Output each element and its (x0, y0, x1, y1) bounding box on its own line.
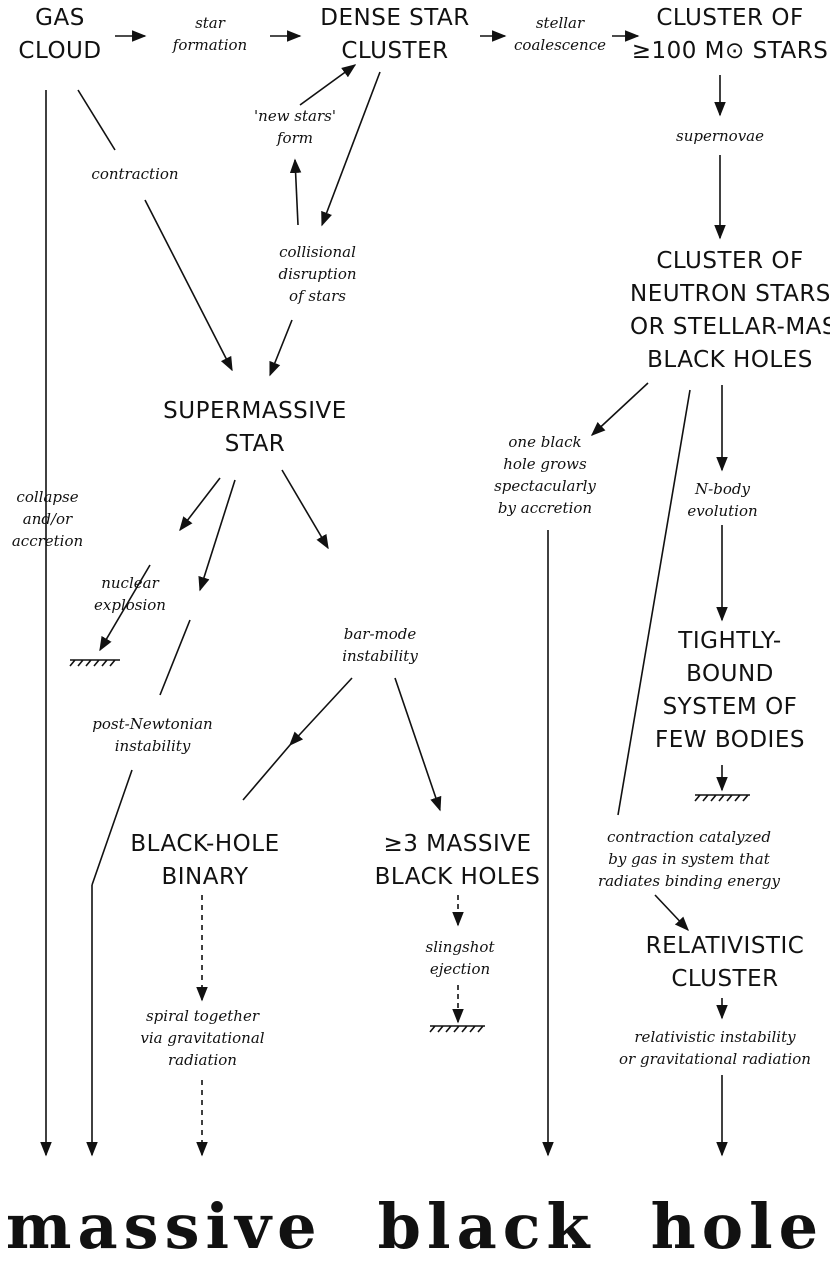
label-bar-mode: bar-mode instability (342, 625, 418, 665)
label-contraction: contraction (91, 165, 179, 183)
label-stellar-coalescence: stellar coalescence (514, 14, 606, 54)
arrow-catalyzed-relativistic (654, 894, 689, 932)
arrow-collisional-supermassive (269, 319, 293, 377)
arrow-newstars-dense (299, 64, 357, 106)
label-collapse-accretion: collapse and/or accretion (11, 488, 84, 550)
label-slingshot: slingshot ejection (425, 938, 495, 978)
label-new-stars-form: 'new stars' form (254, 107, 336, 147)
label-post-newtonian: post-Newtonian instability (92, 715, 213, 755)
node-cluster-100: CLUSTER OF ≥100 M⊙ STARS (631, 5, 829, 64)
label-collisional-disruption: collisional disruption of stars (278, 243, 357, 305)
arrow-neutron-contraction (617, 389, 691, 816)
label-star-formation: star formation (172, 14, 248, 54)
node-cluster-neutron: CLUSTER OF NEUTRON STARS OR STELLAR-MASS… (630, 248, 830, 373)
arrow-binary-line (242, 744, 291, 801)
label-spiral-together: spiral together via gravitational radiat… (140, 1007, 265, 1069)
arrow-postnewtonian-line (159, 619, 191, 696)
arrow-gas-contraction (77, 89, 116, 151)
node-three-massive: ≥3 MASSIVE BLACK HOLES (374, 831, 541, 890)
arrow-nuclear-ground (99, 564, 151, 652)
label-n-body: N-body evolution (687, 480, 758, 520)
arrow-dense-collisional (321, 71, 381, 227)
arrow-barmode-three (394, 677, 442, 812)
arrow-postnewtonian-down (91, 769, 133, 886)
arrow-contraction-supermassive (144, 199, 233, 372)
node-tightly-bound: TIGHTLY- BOUND SYSTEM OF FEW BODIES (655, 628, 805, 753)
nuclear-ground-mark (69, 659, 120, 667)
final-massive-black-hole: massive black hole (5, 1190, 825, 1263)
tightly-ground-mark (694, 794, 750, 802)
label-relativistic-instability: relativistic instability or gravitationa… (619, 1028, 811, 1068)
arrow-supermassive-postnewtonian (198, 479, 236, 592)
label-nuclear-explosion: nuclear explosion (94, 574, 166, 614)
node-supermassive-star: SUPERMASSIVE STAR (163, 398, 347, 457)
label-supernovae: supernovae (676, 127, 764, 145)
node-black-hole-binary: BLACK-HOLE BINARY (130, 831, 280, 890)
node-relativistic-cluster: RELATIVISTIC CLUSTER (645, 933, 805, 992)
slingshot-ground-mark (429, 1025, 485, 1033)
label-one-black-hole: one black hole grows spectacularly by ac… (494, 433, 596, 517)
arrow-neutron-oneblackhole (590, 382, 649, 436)
arrow-supermassive-nuclear (179, 477, 221, 532)
label-contraction-catalyzed: contraction catalyzed by gas in system t… (598, 828, 780, 890)
arrow-supermassive-barmode (281, 469, 329, 550)
node-dense-star-cluster: DENSE STAR CLUSTER (320, 5, 470, 64)
arrow-barmode-binary (289, 677, 353, 747)
node-gas-cloud: GAS CLOUD (18, 5, 102, 64)
arrow-collisional-newstars (289, 158, 302, 226)
